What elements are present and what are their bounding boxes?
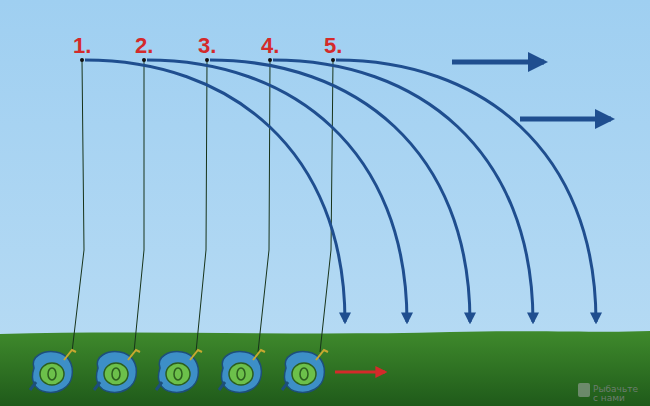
callout-number: 2.: [135, 34, 153, 58]
callout-number: 4.: [261, 34, 279, 58]
callout-number: 5.: [324, 34, 342, 58]
callout-number: 1.: [73, 34, 91, 58]
callout-number: 3.: [198, 34, 216, 58]
watermark: Рыбачьте с нами: [593, 385, 645, 403]
